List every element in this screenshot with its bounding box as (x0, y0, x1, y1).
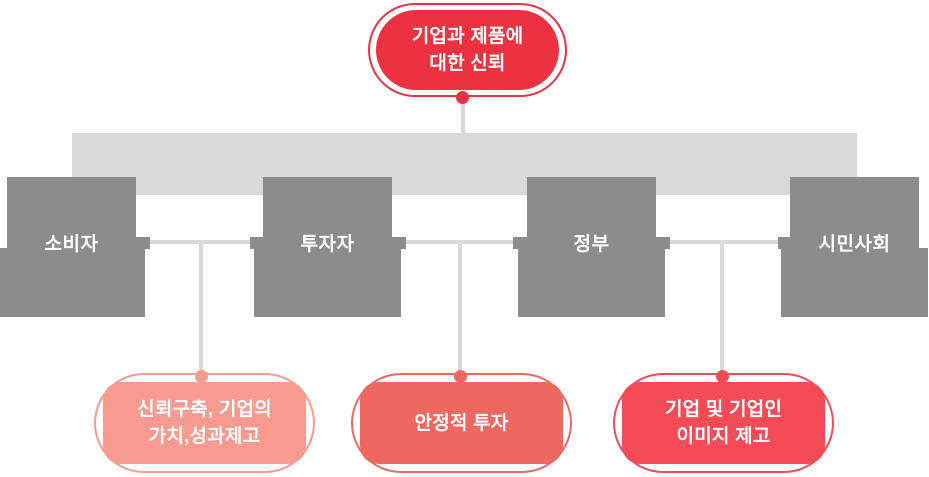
connector-stub (656, 237, 670, 249)
box-bottom (0, 248, 145, 317)
box-top (263, 177, 392, 248)
outcome-node-image-enhancement: 기업 및 기업인 이미지 제고 (613, 373, 834, 473)
connector-vline-2 (458, 244, 462, 374)
stakeholder-box-investor: 투자자 (254, 177, 401, 317)
stakeholder-label: 정부 (573, 234, 610, 255)
connector-hline-1 (148, 240, 252, 244)
pill-fill: 신뢰구축, 기업의 가치,성과제고 (103, 382, 306, 464)
connector-vline-3 (720, 244, 724, 374)
box-top (7, 177, 136, 248)
connector-hline-2 (404, 240, 515, 244)
connector-hline-3 (668, 240, 779, 244)
pill-fill: 안정적 투자 (360, 382, 563, 464)
pill-ring (94, 373, 315, 473)
outcome-label: 신뢰구축, 기업의 가치,성과제고 (137, 399, 272, 447)
connector-stub (392, 237, 406, 249)
connector-dot-root (456, 91, 469, 104)
connector-stub (513, 237, 527, 249)
box-bottom (254, 248, 401, 317)
stakeholder-label: 투자자 (300, 234, 355, 255)
connector-bar (72, 133, 857, 195)
box-bottom (781, 248, 928, 317)
connector-vline-1 (199, 244, 203, 374)
box-top (527, 177, 656, 248)
pill-ring (613, 373, 834, 473)
connector-stub (250, 237, 264, 249)
pill-ring (351, 373, 572, 473)
stakeholder-label: 시민사회 (818, 234, 891, 255)
root-node-trust: 기업과 제품에 대한 신뢰 (368, 3, 567, 97)
outcome-node-trust-building: 신뢰구축, 기업의 가치,성과제고 (94, 373, 315, 473)
root-node-label: 기업과 제품에 대한 신뢰 (411, 26, 524, 74)
pill-fill: 기업과 제품에 대한 신뢰 (376, 10, 559, 90)
connector-root-vline (461, 98, 465, 134)
pill-fill: 기업 및 기업인 이미지 제고 (622, 382, 825, 464)
stakeholder-label: 소비자 (44, 234, 99, 255)
stakeholder-box-civil-society: 시민사회 (781, 177, 928, 317)
outcome-label: 안정적 투자 (414, 412, 509, 434)
stakeholder-box-consumer: 소비자 (0, 177, 145, 317)
outcome-label: 기업 및 기업인 이미지 제고 (664, 399, 783, 447)
connector-stub (778, 237, 792, 249)
outcome-node-stable-investment: 안정적 투자 (351, 373, 572, 473)
stakeholder-box-government: 정부 (518, 177, 665, 317)
box-bottom (518, 248, 665, 317)
connector-stub (136, 237, 150, 249)
box-top (790, 177, 919, 248)
